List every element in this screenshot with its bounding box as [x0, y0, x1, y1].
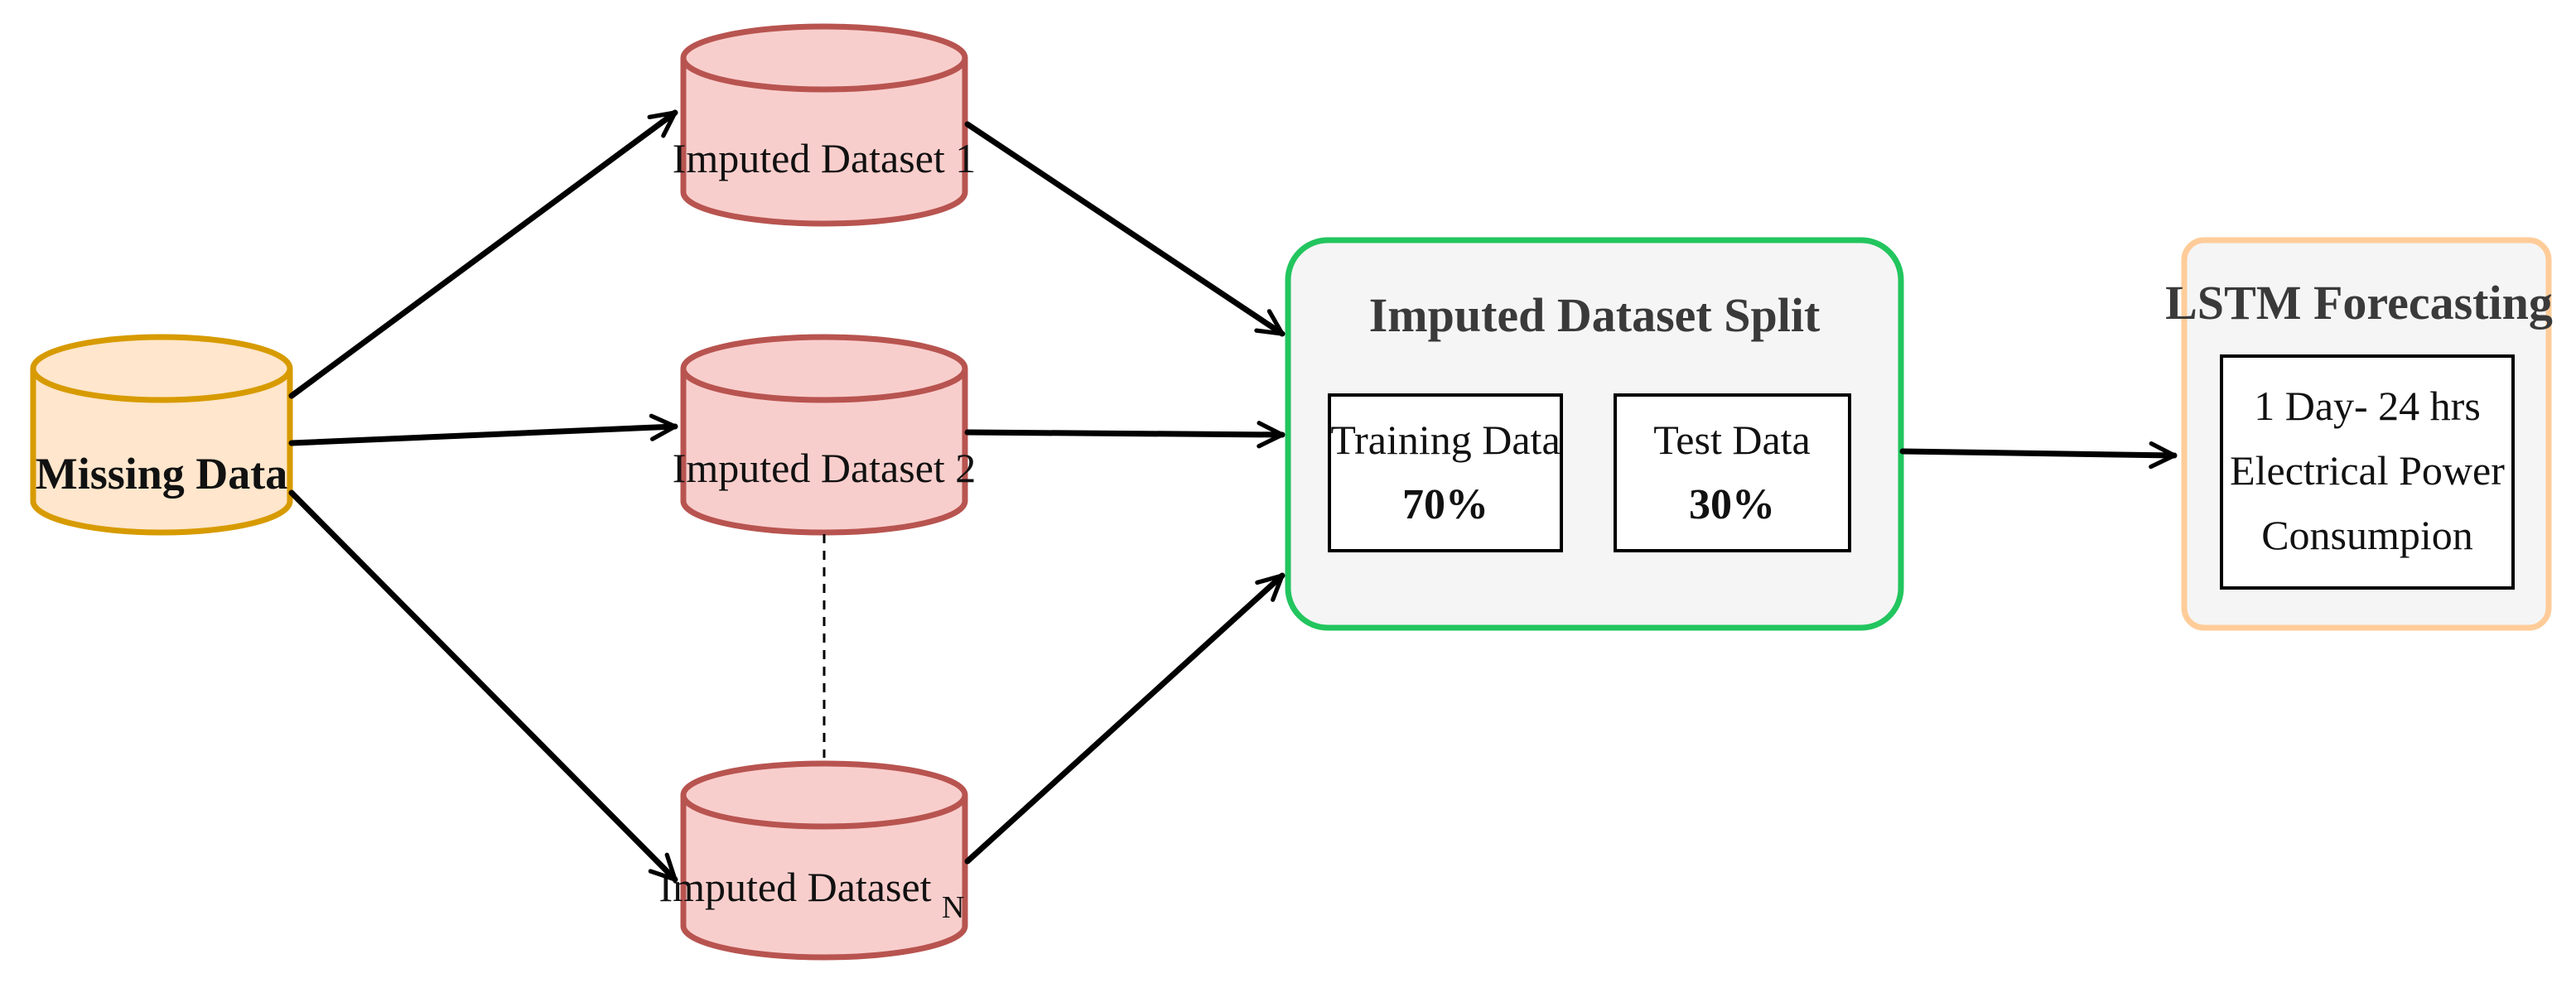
split-title: Imputed Dataset Split	[1369, 288, 1821, 342]
imputed-dataset-2-top	[680, 334, 968, 403]
arrow-missing-to-imputed-n	[288, 489, 678, 883]
imputed-dataset-n-body	[680, 795, 968, 961]
test-data-label: Test Data	[1653, 417, 1810, 463]
imputed-dataset-1-label: Imputed Dataset 1	[673, 135, 977, 181]
imputed-dataset-1-body	[680, 58, 968, 227]
arrow-missing-to-imputed-1	[288, 109, 678, 399]
test-data-percent: 30%	[1689, 481, 1775, 528]
training-data-label: Training Data	[1330, 417, 1560, 463]
lstm-line-1: 1 Day- 24 hrs	[2254, 383, 2481, 429]
arrow-imputed-1-to-split	[964, 121, 1286, 337]
imputed-dataset-1: Imputed Dataset 1	[673, 23, 977, 227]
missing-data-top	[30, 334, 293, 403]
imputed-dataset-n: Imputed Dataset N	[658, 760, 968, 961]
missing-data-label: Missing Data	[36, 449, 288, 499]
imputed-dataset-n-top	[680, 760, 968, 830]
imputed-dataset-2-label: Imputed Dataset 2	[673, 445, 977, 491]
lstm-line-2: Electrical Power	[2230, 447, 2505, 494]
imputed-dataset-2: Imputed Dataset 2	[673, 334, 977, 536]
imputed-dataset-1-top	[680, 23, 968, 93]
arrow-split-to-lstm	[1899, 441, 2178, 470]
imputed-dataset-n-label: Imputed Dataset N	[658, 864, 964, 925]
training-data-box	[1328, 393, 1563, 552]
arrow-imputed-2-to-split	[964, 421, 1286, 449]
test-data-box	[1614, 393, 1851, 552]
imputed-dataset-2-body	[680, 369, 968, 536]
lstm-line-3: Consumpion	[2261, 512, 2473, 558]
lstm-forecasting: LSTM Forecasting 1 Day- 24 hrs Electrica…	[2165, 237, 2553, 631]
lstm-title: LSTM Forecasting	[2165, 276, 2553, 330]
training-data-percent: 70%	[1402, 481, 1488, 528]
imputed-dataset-n-subscript: N	[942, 890, 964, 925]
arrow-imputed-n-to-split	[964, 572, 1286, 865]
missing-data-body	[30, 369, 293, 536]
imputed-dataset-split: Imputed Dataset Split Training Data 70% …	[1285, 237, 1904, 631]
missing-data-cylinder: Missing Data	[30, 334, 293, 536]
imputed-dataset-n-label-main: Imputed Dataset	[658, 864, 942, 910]
lstm-output-box	[2220, 354, 2515, 590]
arrow-missing-to-imputed-2	[288, 413, 678, 446]
